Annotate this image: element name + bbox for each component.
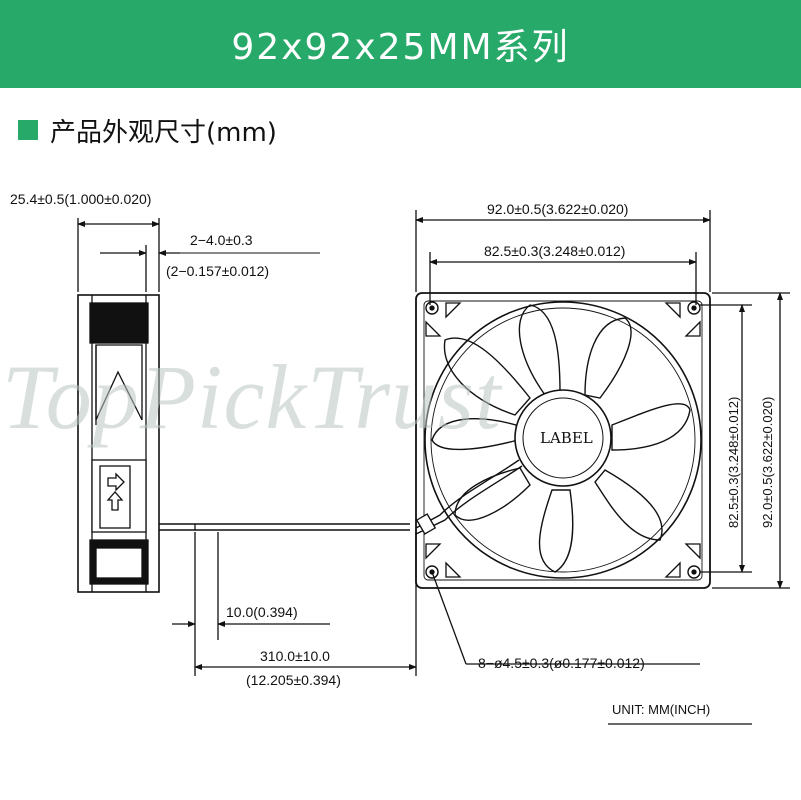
mounting-hole-dimension: 8−ø4.5±0.3(ø0.177±0.012) (478, 655, 645, 671)
side-view (77, 218, 417, 676)
tab-width-inch-dimension: (2−0.157±0.012) (166, 263, 269, 279)
hole-spacing-horizontal-dimension: 82.5±0.3(3.248±0.012) (484, 243, 625, 259)
watermark-text: TopPickTrust (2, 346, 503, 448)
wire-length-dimension: 310.0±10.0 (260, 648, 330, 664)
wire-strip-dimension: 10.0(0.394) (226, 604, 298, 620)
thickness-dimension: 25.4±0.5(1.000±0.020) (10, 191, 151, 207)
section-title: 产品外观尺寸(mm) (50, 117, 277, 148)
section-header: 产品外观尺寸(mm) (18, 112, 277, 148)
overall-width-dimension: 92.0±0.5(3.622±0.020) (487, 201, 628, 217)
fan-label-text: LABEL (540, 429, 593, 447)
hole-spacing-vertical-dimension: 82.5±0.3(3.248±0.012) (726, 397, 741, 528)
section-marker (18, 120, 38, 140)
title-banner: 92x92x25MM系列 (0, 0, 801, 88)
front-view (415, 210, 790, 665)
unit-note: UNIT: MM(INCH) (612, 702, 710, 717)
tab-width-dimension: 2−4.0±0.3 (190, 232, 253, 248)
overall-height-dimension: 92.0±0.5(3.622±0.020) (760, 397, 775, 528)
wire-length-inch-dimension: (12.205±0.394) (246, 672, 341, 688)
page-title: 92x92x25MM系列 (231, 27, 570, 68)
